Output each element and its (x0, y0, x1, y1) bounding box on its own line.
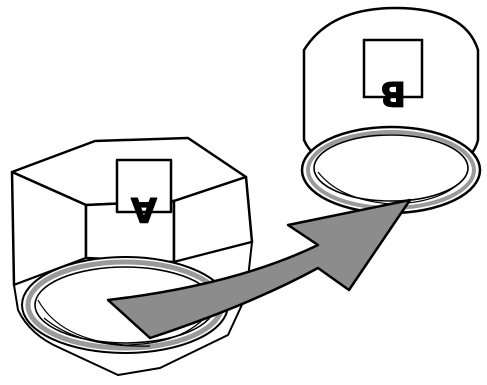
label-a: A (130, 189, 157, 229)
label-box-a (115, 158, 173, 214)
label-box-b (362, 38, 424, 99)
cap-b-rim-inner (313, 134, 469, 202)
hex-nut-thread-lines (37, 299, 215, 347)
label-b: B (380, 73, 406, 113)
cap-b: B (300, 6, 482, 215)
transfer-arrow (106, 198, 412, 340)
hex-nut-a: A (10, 136, 254, 376)
